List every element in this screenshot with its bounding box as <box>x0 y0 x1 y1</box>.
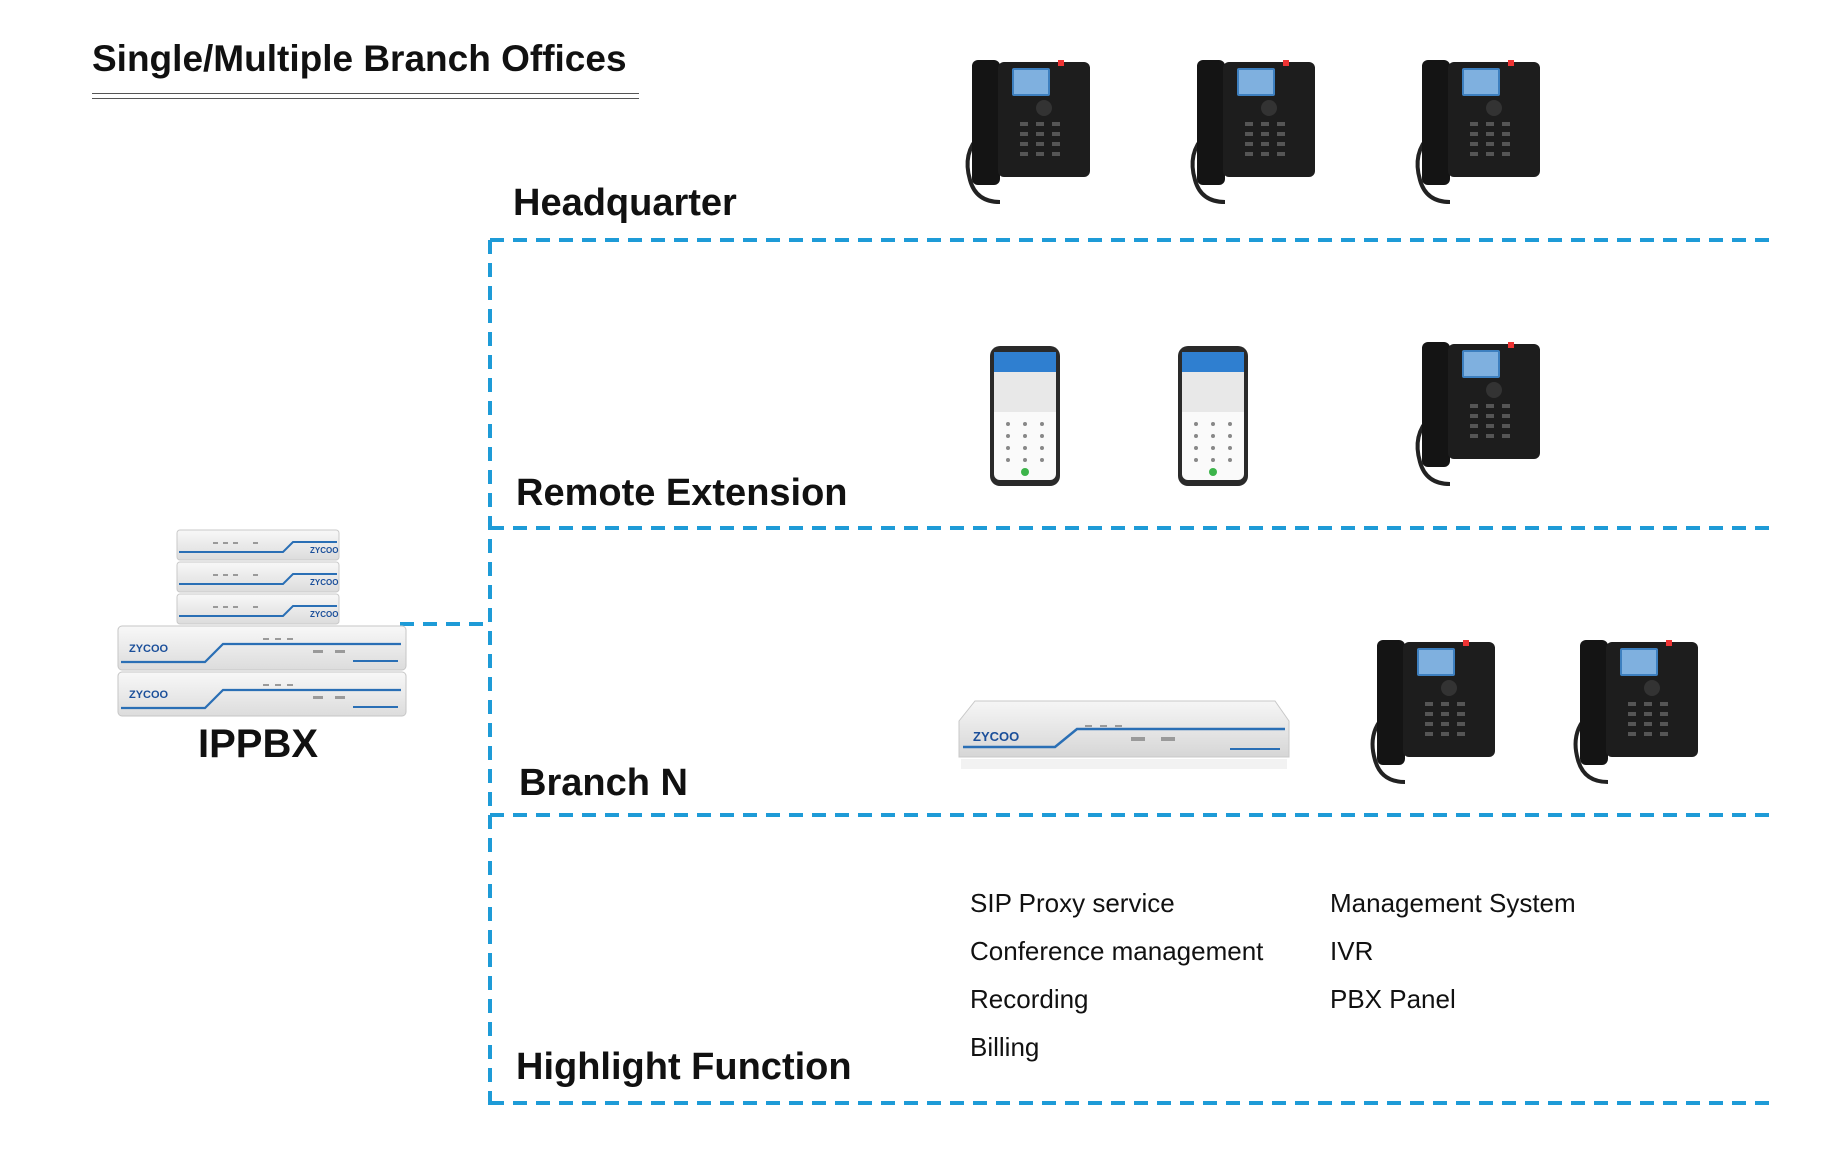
function-item: IVR <box>1330 936 1374 966</box>
ippbx-unit-large-2: ZYCOO <box>117 671 407 717</box>
section-label-branch: Branch N <box>519 762 688 804</box>
ip-phone-icon <box>1558 630 1708 795</box>
ippbx-unit-small-3: ZYCOO <box>176 593 340 625</box>
section-label-highlight: Highlight Function <box>516 1046 852 1088</box>
ip-phone-icon <box>1400 50 1550 215</box>
function-item: Conference management <box>970 936 1264 966</box>
ippbx-stack-icon: ZYCOO ZYCOO ZYCOO ZYCOO ZYCOO <box>113 520 413 725</box>
function-item: Recording <box>970 984 1089 1014</box>
title-underline <box>92 93 639 94</box>
page-title: Single/Multiple Branch Offices <box>92 38 627 79</box>
ippbx-label: IPPBX <box>198 722 319 766</box>
ip-phone-icon <box>950 50 1100 215</box>
svg-text:ZYCOO: ZYCOO <box>310 578 338 587</box>
function-item: Billing <box>970 1032 1040 1062</box>
ip-phone-icon <box>1355 630 1505 795</box>
section-label-remote: Remote Extension <box>516 472 848 514</box>
ippbx-unit-large-1: ZYCOO <box>117 625 407 671</box>
svg-text:ZYCOO: ZYCOO <box>129 643 169 655</box>
smartphone-icon <box>1176 344 1251 494</box>
section-label-headquarter: Headquarter <box>513 182 737 224</box>
function-item: SIP Proxy service <box>970 888 1175 918</box>
title-underline-second <box>92 98 639 99</box>
smartphone-icon <box>988 344 1063 494</box>
function-item: Management System <box>1330 888 1576 918</box>
ip-phone-icon <box>1400 332 1550 497</box>
ippbx-unit-small-1: ZYCOO <box>176 529 340 561</box>
ippbx-unit-small-2: ZYCOO <box>176 561 340 593</box>
ippbx-device-icon: ZYCOO <box>955 695 1295 790</box>
svg-text:ZYCOO: ZYCOO <box>973 729 1019 744</box>
svg-text:ZYCOO: ZYCOO <box>310 546 338 555</box>
function-item: PBX Panel <box>1330 984 1456 1014</box>
ip-phone-icon <box>1175 50 1325 215</box>
svg-text:ZYCOO: ZYCOO <box>129 689 169 701</box>
svg-text:ZYCOO: ZYCOO <box>310 610 338 619</box>
